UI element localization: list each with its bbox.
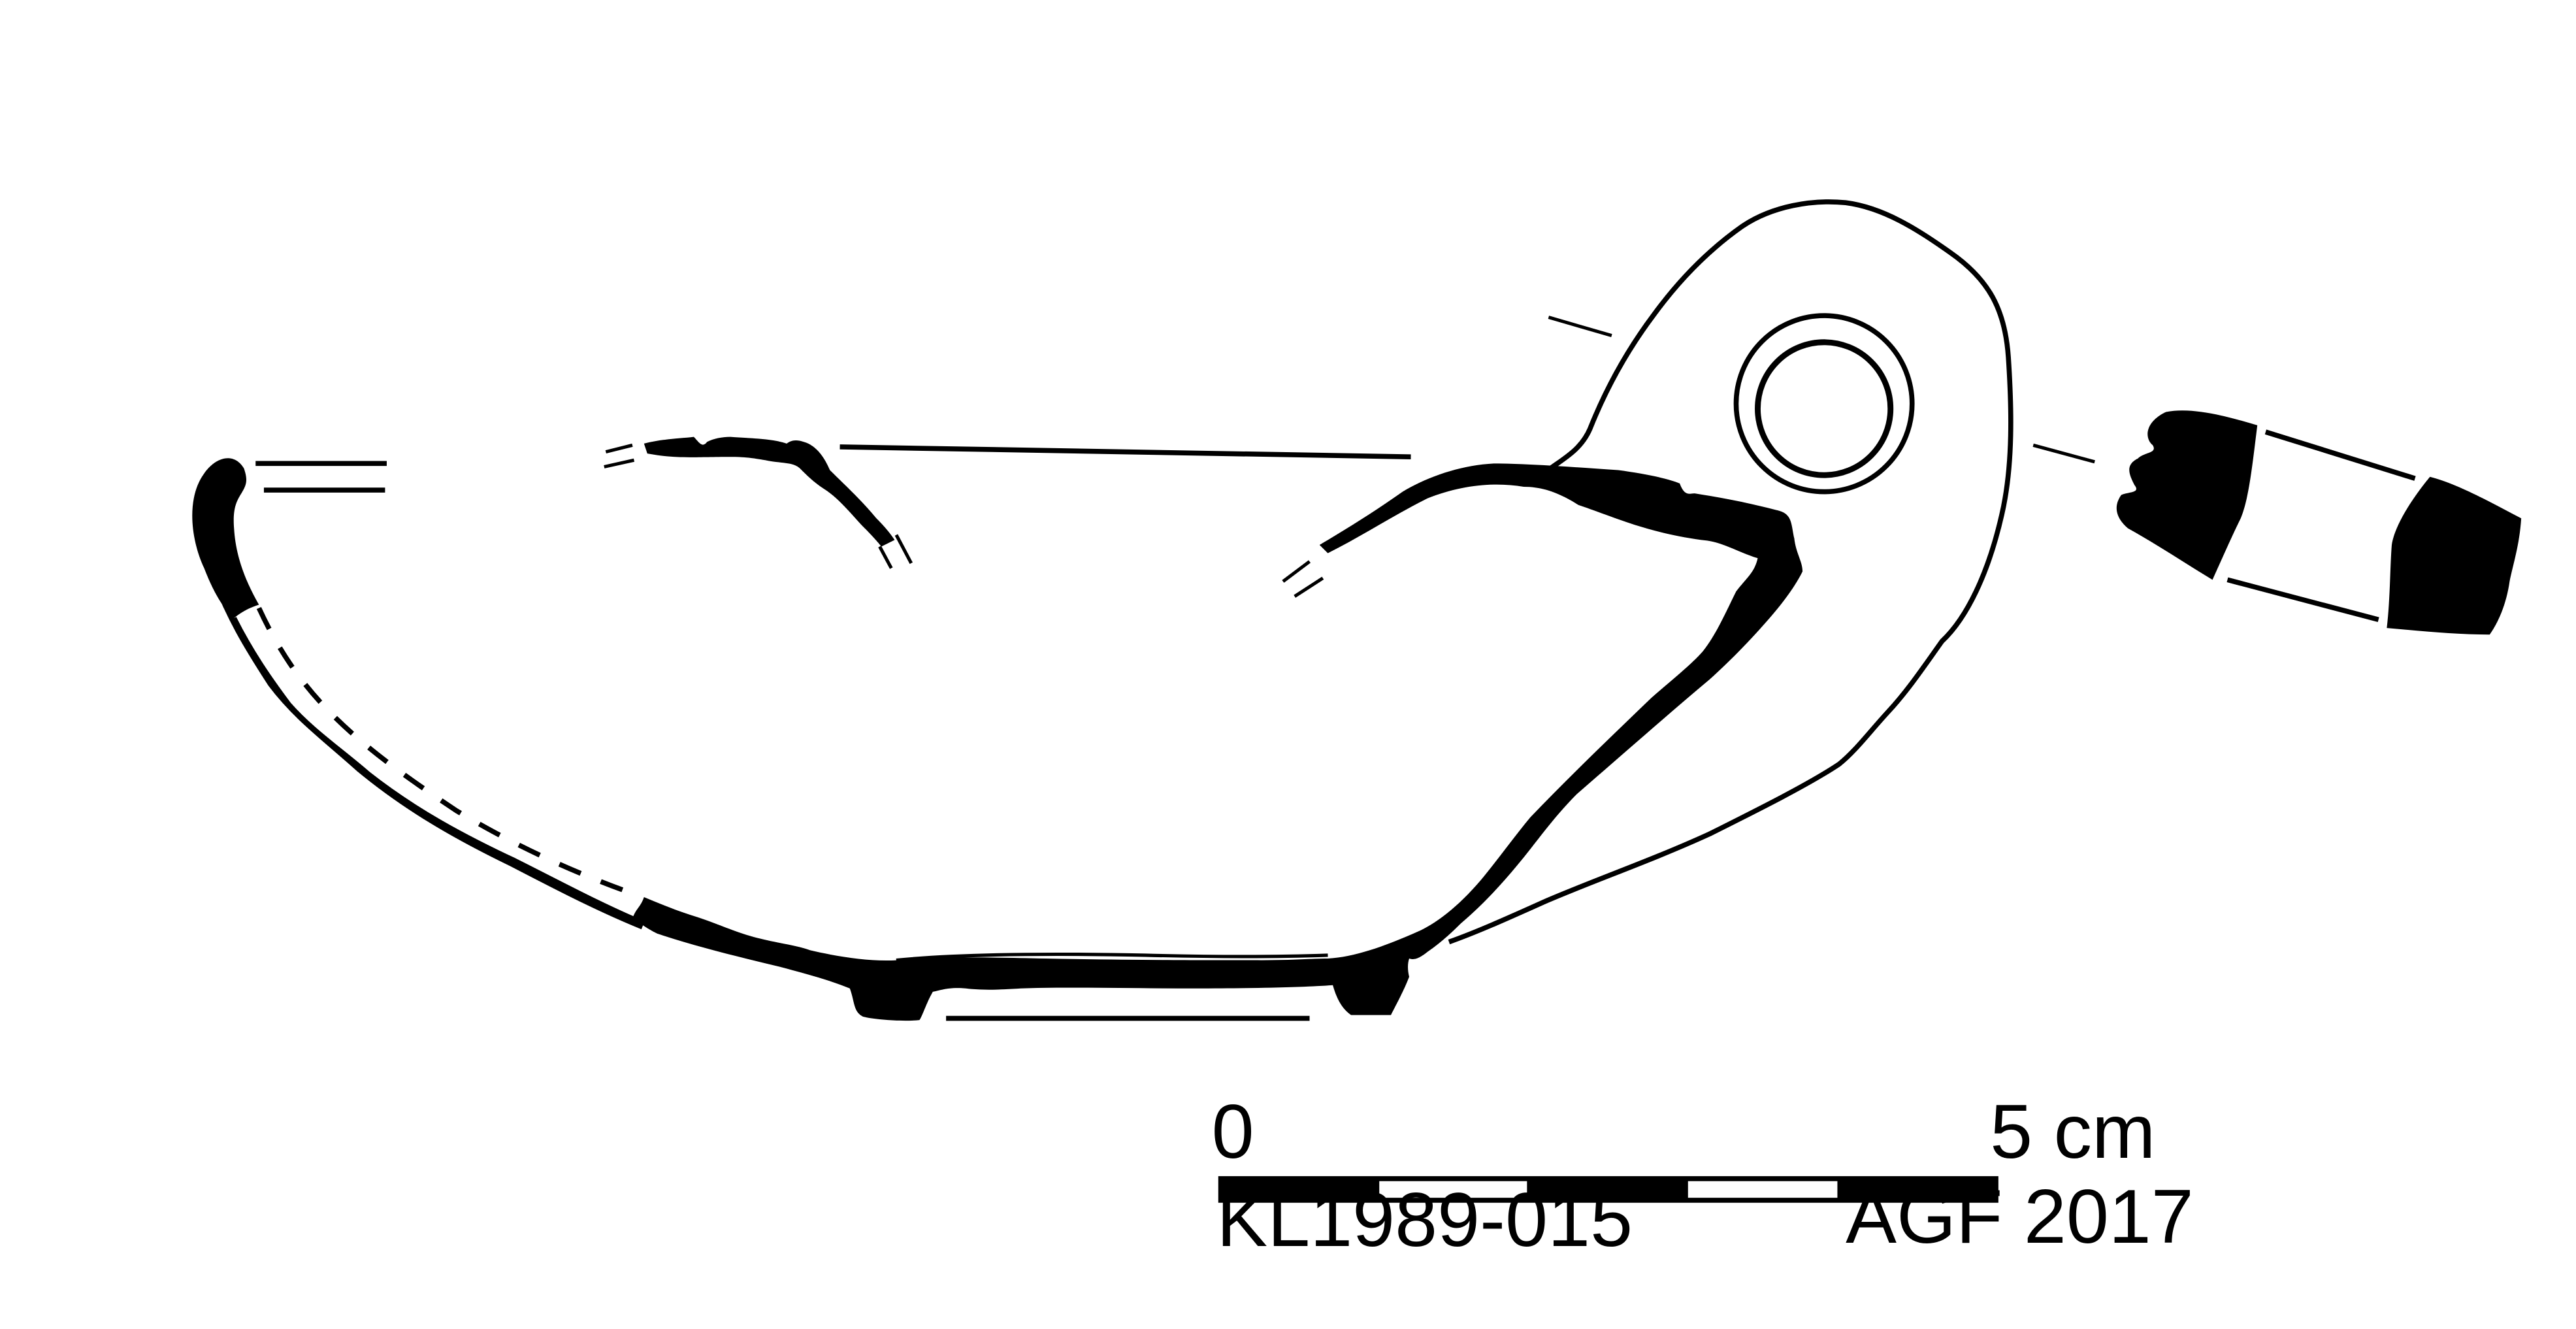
reconstructed-profile [256,606,625,893]
rim-section-left [192,458,259,618]
handle-break-1 [1282,560,1311,583]
upper-break-2 [604,458,635,468]
cross-section-right [2387,476,2522,635]
handle-ring-outer [1733,313,1915,495]
vessel-profile-left [192,458,1803,1021]
cross-section-top-line [2264,429,2416,481]
inner-wall-line [231,617,642,925]
scale-bar: 0 5 cm [1212,1089,2155,1203]
handle-outline [1448,199,2014,945]
handle-tick-right [2032,443,2095,464]
scale-bar-segment-4 [1687,1181,1838,1198]
base-section [632,463,1803,1021]
catalog-number: KL1989-015 [1216,1177,1633,1262]
handle-ring-inner [1755,339,1894,478]
handle [1282,199,2095,945]
upper-fragment-section [644,436,895,547]
base-inner-line [896,952,1328,962]
handle-tick-left [1548,316,1612,338]
upper-break-3 [878,546,893,569]
cross-section-left [2116,410,2258,580]
scale-bar-segment-2 [1379,1181,1527,1198]
scale-bar-frame [1218,1176,1998,1203]
upper-break-4 [894,534,913,565]
scale-bar-start-label: 0 [1212,1089,1254,1174]
upper-break-1 [605,443,633,454]
handle-cross-section [2116,410,2522,635]
handle-break-2 [1294,576,1324,598]
cross-section-bottom-line [2226,577,2379,623]
upper-fragment [604,436,1411,569]
credit-label: AGF 2017 [1846,1173,2194,1259]
scale-bar-end-label: 5 cm [1990,1089,2155,1174]
diameter-line [840,444,1411,460]
